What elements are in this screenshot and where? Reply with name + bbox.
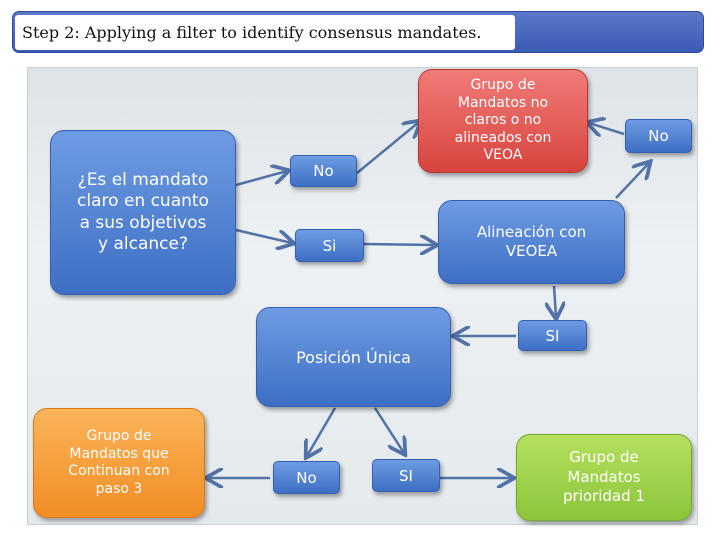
arrow-position-to-no3 (307, 407, 337, 456)
arrow-question-to-si (235, 228, 292, 243)
arrow-position-to-si3 (373, 407, 404, 453)
single-position-node: Posición Única (256, 307, 451, 407)
title-bar: Step 2: Applying a filter to identify co… (12, 11, 704, 53)
slide-title: Step 2: Applying a filter to identify co… (15, 15, 515, 50)
no-label-2: No (625, 119, 692, 153)
continue-group-node: Grupo de Mandatos que Continuan con paso… (33, 408, 205, 518)
si-label-1: Si (295, 229, 364, 262)
no-label-3: No (273, 461, 340, 494)
unclear-group-node: Grupo de Mandatos no claros o no alinead… (418, 69, 588, 173)
question-node: ¿Es el mandato claro en cuanto a sus obj… (50, 130, 236, 295)
alignment-node: Alineación con VEOEA (438, 200, 625, 284)
arrow-si-to-alignment (363, 244, 435, 245)
no-label-1: No (290, 155, 357, 187)
arrow-question-to-no (235, 171, 287, 187)
arrow-alignment-to-si2 (554, 285, 556, 317)
arrow-no-to-unclear (356, 122, 419, 174)
arrow-no2-to-unclear (589, 123, 625, 134)
arrow-alignment-to-no2 (615, 163, 649, 199)
si-label-3: SI (372, 459, 440, 492)
priority-group-node: Grupo de Mandatos prioridad 1 (516, 434, 692, 521)
si-label-2: SI (518, 320, 587, 351)
